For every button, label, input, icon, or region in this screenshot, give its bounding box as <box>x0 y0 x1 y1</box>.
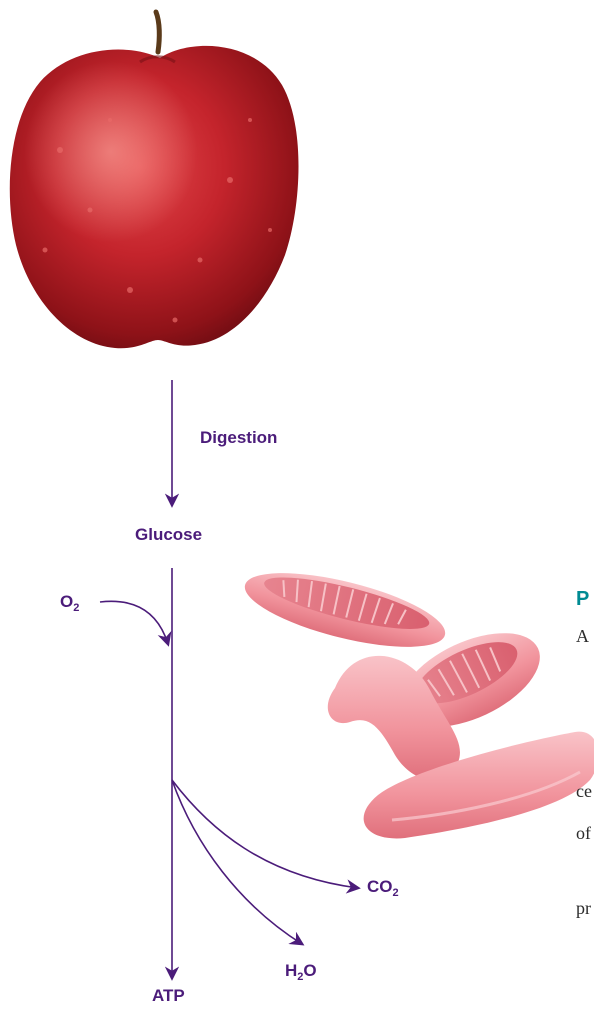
section-heading-fragment: P <box>576 588 589 611</box>
carbon-dioxide-arrow <box>172 780 358 888</box>
oxygen-label: O2 <box>60 592 79 612</box>
water-base: H <box>285 961 297 980</box>
body-text-line-3: of <box>576 823 591 844</box>
carbon-dioxide-base: CO <box>367 877 393 896</box>
carbon-dioxide-subscript: 2 <box>393 887 399 899</box>
body-text-line-2: ce <box>576 781 592 802</box>
digestion-label: Digestion <box>200 428 277 448</box>
water-label: H2O <box>285 961 317 981</box>
water-suffix: O <box>303 961 316 980</box>
body-text-line-1: A <box>576 626 589 647</box>
carbon-dioxide-label: CO2 <box>367 877 399 897</box>
water-subscript: 2 <box>297 971 303 983</box>
apple <box>10 12 299 348</box>
mitochondria-image <box>238 558 594 839</box>
body-text-line-4: pr <box>576 898 591 919</box>
oxygen-base: O <box>60 592 73 611</box>
water-arrow <box>172 780 302 944</box>
oxygen-arrow <box>100 601 168 644</box>
atp-label: ATP <box>152 986 185 1006</box>
apple-stem <box>156 12 159 52</box>
glucose-label: Glucose <box>135 525 202 545</box>
oxygen-subscript: 2 <box>73 602 79 614</box>
